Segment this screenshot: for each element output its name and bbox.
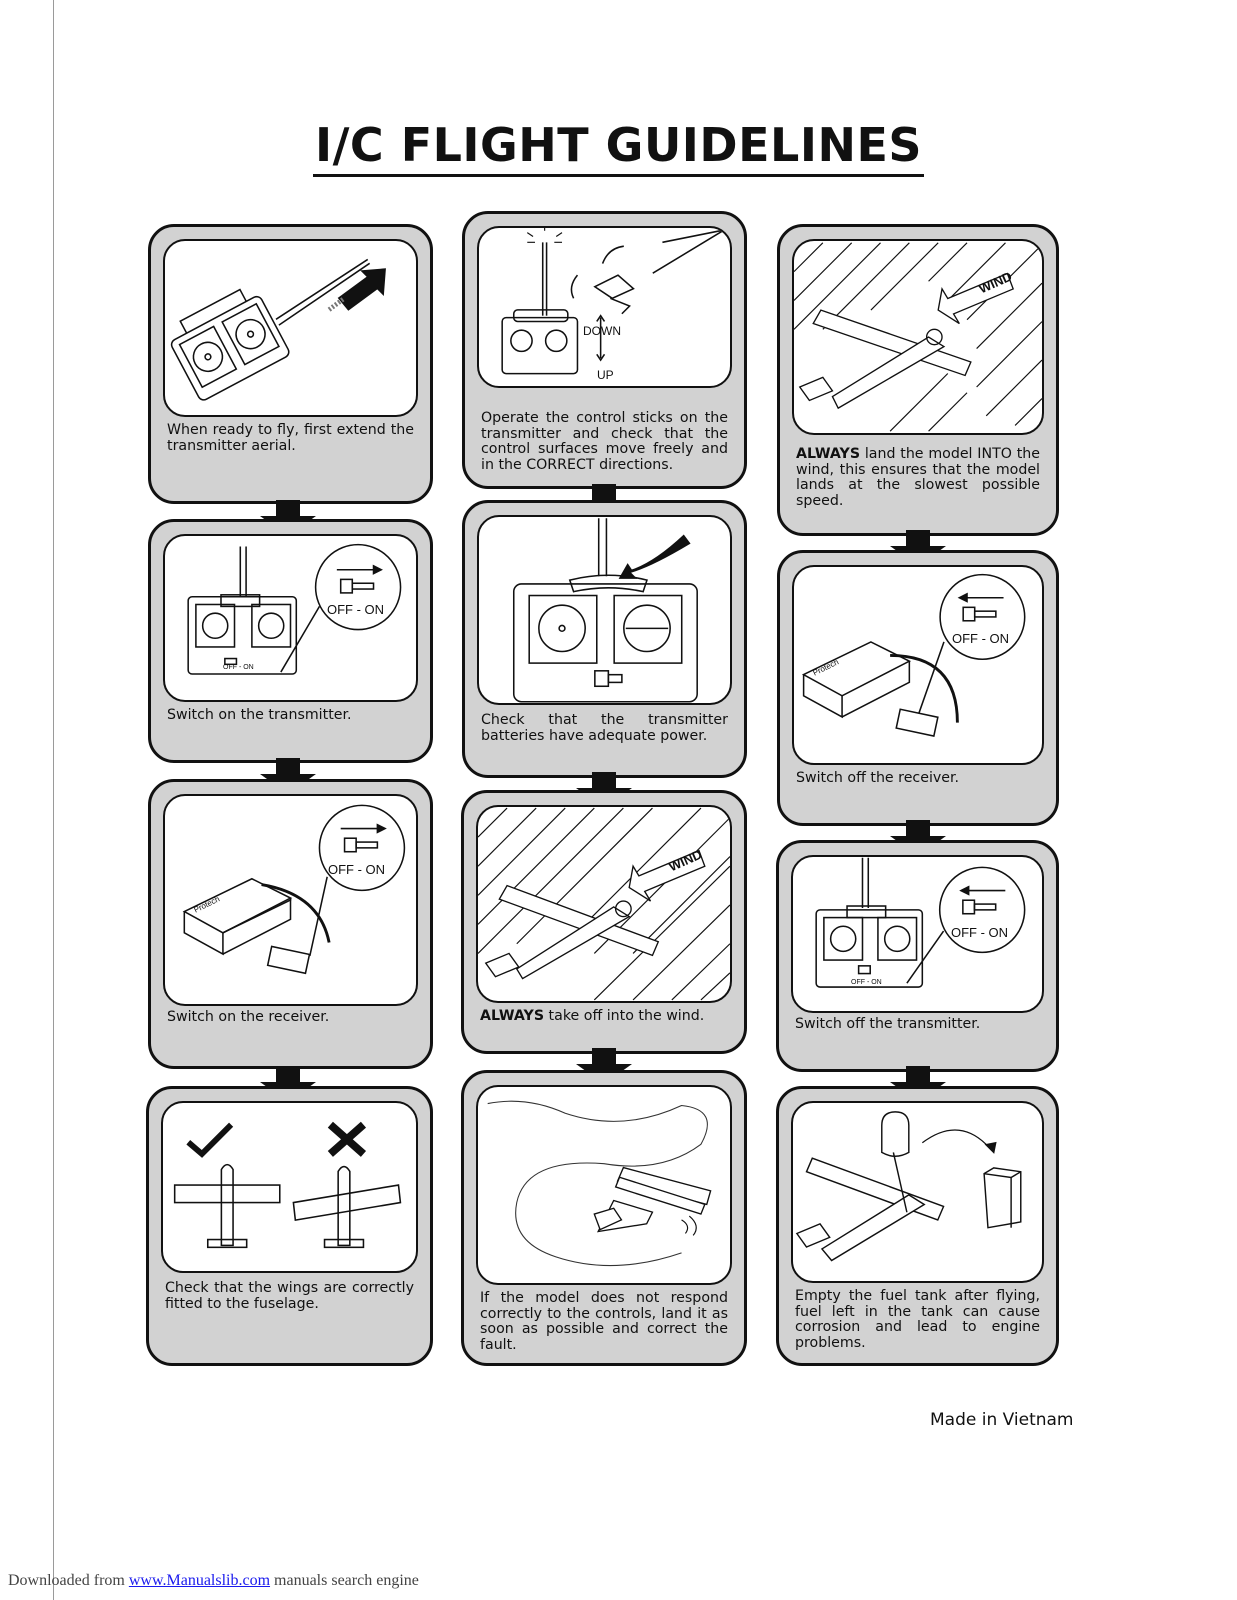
step-card-switch-on-receiver: OFF - ON Protech Switch on the receiver.	[148, 779, 433, 1069]
step-card-operate-sticks: DOWN UP Operate the control sticks on th…	[462, 211, 747, 489]
down-label: DOWN	[583, 324, 621, 338]
step-card-take-off-into-wind: WIND ALWAYS take off into the wind.	[461, 790, 747, 1054]
footer: Downloaded from www.Manualslib.com manua…	[8, 1572, 419, 1590]
step-card-check-batteries: Check that the transmitter batteries hav…	[462, 500, 747, 778]
step-caption: If the model does not respond correctly …	[480, 1290, 728, 1353]
off-on-label: OFF - ON	[952, 631, 1010, 646]
step-caption: Operate the control sticks on the transm…	[481, 410, 728, 473]
step-caption: Empty the fuel tank after flying, fuel l…	[795, 1288, 1040, 1351]
flow-arrow-down-icon	[260, 758, 316, 794]
illustration-switch-off-receiver: OFF - ON Protech	[792, 565, 1044, 765]
illustration-switch-on-receiver: OFF - ON Protech	[163, 794, 418, 1006]
step-caption: When ready to fly, first extend the tran…	[167, 422, 414, 454]
flow-arrow-down-icon	[890, 530, 946, 566]
footer-suffix: manuals search engine	[270, 1572, 419, 1589]
step-card-switch-off-transmitter: OFF - ON OFF - ON Switch off the transmi…	[776, 840, 1059, 1072]
step-card-land-if-unresponsive: If the model does not respond correctly …	[461, 1070, 747, 1366]
off-on-label: OFF - ON	[328, 862, 386, 877]
step-card-switch-on-transmitter: OFF - ON OFF - ON Switch on the transmit…	[148, 519, 433, 763]
made-in-label: Made in Vietnam	[930, 1410, 1074, 1430]
up-label: UP	[597, 368, 614, 382]
flow-arrow-down-icon	[260, 500, 316, 536]
illustration-take-off-into-wind: WIND	[476, 805, 732, 1003]
step-caption: Check that the transmitter batteries hav…	[481, 712, 728, 744]
step-card-switch-off-receiver: OFF - ON Protech Switch off the receiver…	[777, 550, 1059, 826]
flow-arrow-down-icon	[576, 1048, 632, 1084]
page-title: I/C FLIGHT GUIDELINES	[0, 118, 1237, 177]
illustration-land-into-wind: WIND	[792, 239, 1044, 435]
illustration-land-if-unresponsive	[476, 1085, 732, 1285]
step-caption: ALWAYS land the model INTO the wind, thi…	[796, 446, 1040, 509]
off-on-label: OFF - ON	[951, 925, 1009, 940]
page-margin-line	[53, 0, 54, 1600]
flow-arrow-down-icon	[890, 1066, 946, 1102]
illustration-empty-fuel-tank	[791, 1101, 1044, 1283]
off-on-label: OFF - ON	[327, 602, 385, 617]
step-card-land-into-wind: WIND ALWAYS land the model INTO the wind…	[777, 224, 1059, 536]
illustration-check-wings	[161, 1101, 418, 1273]
illustration-check-batteries	[477, 515, 732, 705]
step-caption: Switch off the transmitter.	[795, 1016, 981, 1032]
step-card-extend-aerial: When ready to fly, first extend the tran…	[148, 224, 433, 504]
illustration-operate-sticks: DOWN UP	[477, 226, 732, 388]
flow-arrow-down-icon	[890, 820, 946, 856]
illustration-switch-off-transmitter: OFF - ON OFF - ON	[791, 855, 1044, 1013]
manualslib-link[interactable]: www.Manualslib.com	[128, 1572, 271, 1589]
footer-prefix: Downloaded from	[8, 1572, 129, 1589]
step-caption: Check that the wings are correctly fitte…	[165, 1280, 414, 1312]
illustration-extend-aerial	[163, 239, 418, 417]
small-off-on-label: OFF - ON	[223, 664, 254, 671]
illustration-switch-on-transmitter: OFF - ON OFF - ON	[163, 534, 418, 702]
step-card-empty-fuel-tank: Empty the fuel tank after flying, fuel l…	[776, 1086, 1059, 1366]
step-card-check-wings: Check that the wings are correctly fitte…	[146, 1086, 433, 1366]
step-caption: Switch off the receiver.	[796, 770, 960, 786]
step-caption: Switch on the transmitter.	[167, 707, 352, 723]
flow-arrow-down-icon	[260, 1066, 316, 1102]
small-off-on-label: OFF - ON	[851, 979, 882, 986]
step-caption: Switch on the receiver.	[167, 1009, 330, 1025]
step-caption: ALWAYS take off into the wind.	[480, 1008, 705, 1024]
